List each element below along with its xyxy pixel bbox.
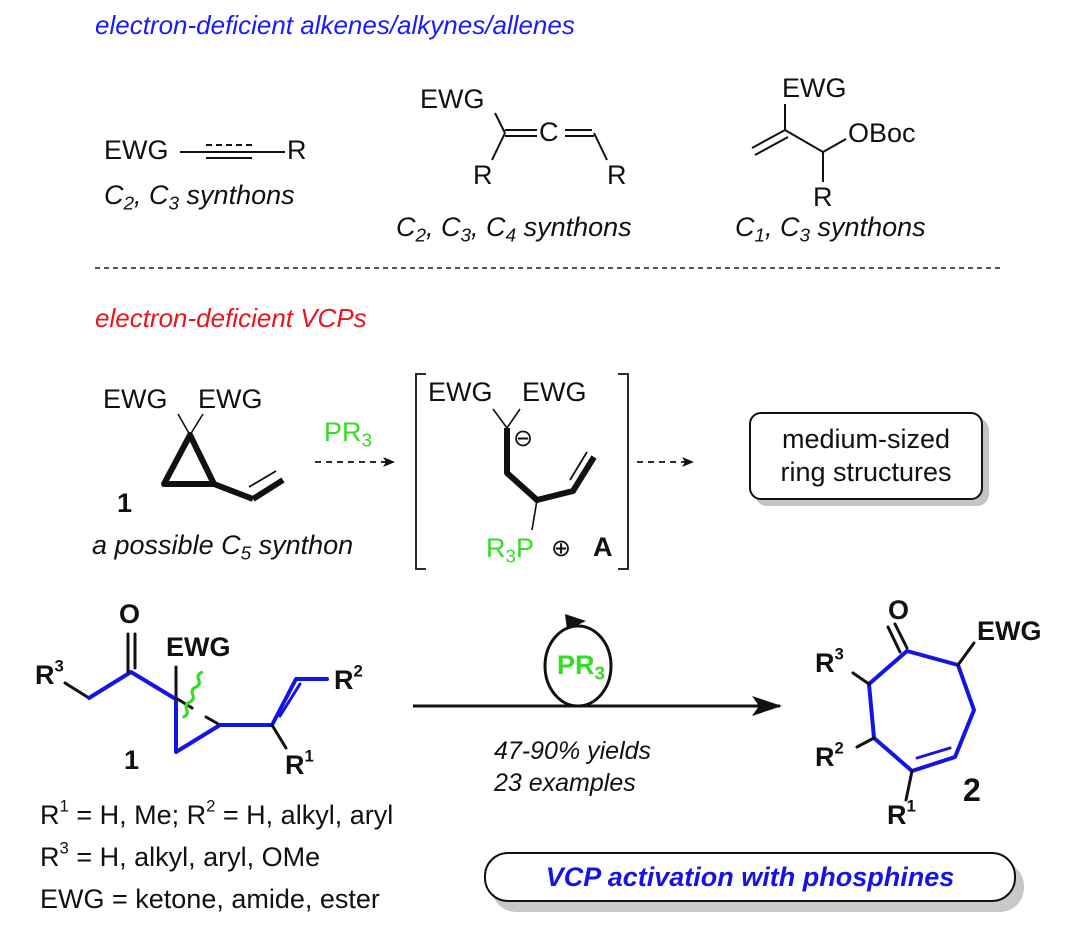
substrate-r1: R1 [285,746,314,780]
substrate-r3: R3 [35,656,64,690]
vcp-compound-number: 1 [117,488,133,518]
allene-r-right: R [607,160,627,190]
vcp-ewg-left: EWG [103,384,168,414]
mbh-oboc: OBoc [848,118,916,148]
catalytic-cycle [543,614,613,708]
substrate-compound-number: 1 [124,745,140,775]
scope-line-1: R1 = H, Me; R2 = H, alkyl, aryl [40,796,394,830]
alkyne-r: R [287,135,307,165]
outcome-line2: ring structures [780,457,952,487]
product-r3: R3 [815,644,844,678]
intermediate-label: A [593,532,613,562]
vcp-bonds [161,413,285,502]
reagent-pr3: PR3 [324,417,373,452]
substrate-bonds [63,632,329,754]
anion-charge-icon: ⊖ [513,425,534,452]
substrate-ewg: EWG [166,632,231,662]
allene-center-c: C [539,117,559,147]
intermediate-bonds [492,408,597,531]
intermediate-ewg-left: EWG [428,377,493,407]
product-compound-number: 2 [963,772,981,808]
phosphonium-label: R3P [486,533,535,568]
cation-charge-icon: ⊕ [551,535,572,562]
mbh-carbonate-bonds [751,104,847,182]
product-r2: R2 [815,738,844,772]
substrate-r2: R2 [334,661,363,695]
vcp-ewg-right: EWG [198,384,263,414]
bracket-right [618,373,629,570]
yields-text: 47-90% yields [494,737,652,765]
intermediate-ewg-right: EWG [522,377,587,407]
outcome-box: medium-sized ring structures [749,412,983,500]
allene-bonds [491,112,608,161]
heading-alkenes: electron-deficient alkenes/alkynes/allen… [95,10,575,40]
heading-vcps: electron-deficient VCPs [95,303,367,333]
vcp-caption: a possible C5 synthon [92,530,354,565]
examples-text: 23 examples [494,769,636,797]
mbh-ewg: EWG [782,73,847,103]
outcome-line1: medium-sized [781,424,951,454]
scope-line-2: R3 = H, alkyl, aryl, OMe [40,838,321,872]
alkyne-ewg: EWG [104,135,169,165]
product-ewg: EWG [977,616,1042,646]
alkyne-bonds [180,144,285,159]
mbh-caption: C1, C3 synthons [735,212,926,247]
product-oxygen: O [888,595,910,625]
allene-ewg: EWG [420,84,485,114]
alkyne-caption: C2, C3 synthons [104,180,295,215]
product-r1: R1 [887,796,916,830]
substrate-oxygen: O [119,599,141,629]
allene-caption: C2, C3, C4 synthons [396,212,632,247]
scope-line-3: EWG = ketone, amide, ester [40,884,380,914]
catalyst-pr3: PR3 [557,650,606,685]
bracket-left [415,373,426,570]
summary-box: VCP activation with phosphines [484,852,1016,902]
allene-r-left: R [473,160,493,190]
summary-text: VCP activation with phosphines [545,861,955,892]
product-bonds [851,622,976,802]
mbh-r: R [813,182,833,212]
